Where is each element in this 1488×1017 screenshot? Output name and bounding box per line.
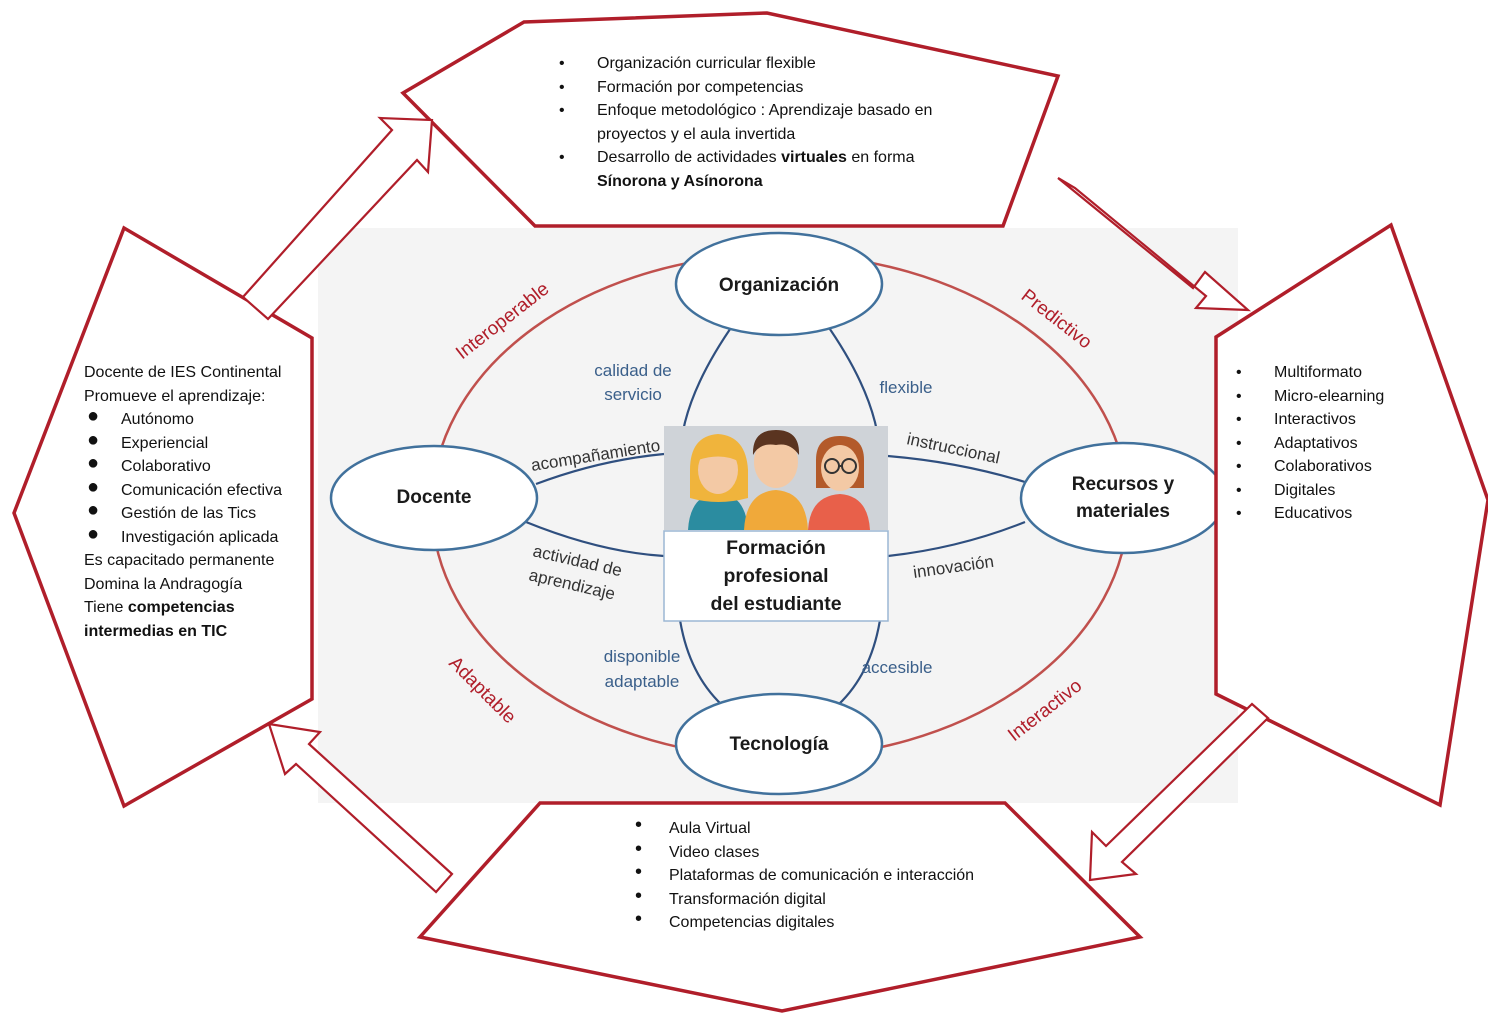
link-docente-bottom (525, 520, 665, 558)
left-bullet: ●Investigación aplicada (87, 522, 279, 546)
center-title-line1: Formación (726, 537, 826, 559)
right-hexagon (1214, 222, 1488, 808)
node-label-recursos-line2: materiales (1075, 501, 1170, 522)
bullet-icon: ● (87, 522, 100, 545)
top-block: •Organización curricular flexible •Forma… (559, 52, 932, 193)
right-block: •Multiformato •Micro-elearning •Interact… (1236, 361, 1384, 526)
center-title-line2: profesional (723, 565, 829, 587)
node-label-organizacion: Organización (718, 275, 840, 296)
bullet-icon: • (559, 102, 565, 119)
link-recursos-top (887, 454, 1026, 484)
right-bullet: •Colaborativos (1236, 455, 1384, 479)
bullet-icon: • (1236, 481, 1242, 499)
node-label-docente: Docente (396, 487, 472, 508)
bullet-icon: • (635, 908, 643, 930)
left-bullet: ●Colaborativo (87, 452, 211, 475)
bottom-pentagon (416, 801, 1144, 1013)
bullet-icon: • (635, 884, 643, 907)
bottom-bullet: •Aula Virtual (635, 814, 751, 837)
center-title: Formación profesional del estudiante (664, 531, 888, 621)
left-bullet: ●Autónomo (87, 405, 194, 428)
node-label-recursos: Recursos y materiales (1043, 471, 1203, 525)
node-docente (329, 444, 539, 552)
bullet-icon: • (1236, 505, 1242, 522)
link-recursos-bottom (887, 520, 1026, 558)
node-label-recursos-line1: Recursos y (1071, 474, 1175, 495)
relation-disponible-line1: disponible (604, 647, 681, 666)
node-label-tecnologia: Tecnología (729, 734, 829, 755)
top-item-2: •Formación por competencias (559, 76, 932, 100)
relation-accesible: accesible (862, 658, 933, 677)
left-bullet: ●Comunicación efectiva (87, 475, 282, 499)
left-line-6: intermedias en TIC (84, 622, 228, 640)
left-line-1: Docente de IES Continental (84, 364, 282, 381)
bullet-icon: • (1236, 458, 1242, 475)
top-item-1: •Organización curricular flexible (559, 52, 932, 76)
arrow-bottom-to-left (267, 722, 454, 894)
bottom-bullet: •Competencias digitales (635, 908, 835, 931)
bottom-bullet: •Transformación digital (635, 884, 826, 908)
relation-disponible-line2: adaptable (605, 672, 680, 691)
bullet-icon: • (635, 814, 643, 836)
left-line-4: Domina la Andragogía (84, 575, 243, 593)
bullet-icon: • (635, 837, 643, 860)
bullet-icon: ● (87, 405, 100, 427)
bullet-icon: • (559, 149, 565, 166)
center-title-line3: del estudiante (710, 593, 842, 615)
arrow-right-to-bottom (1088, 702, 1270, 882)
bullet-icon: ● (87, 452, 100, 474)
center-text-box (663, 530, 889, 622)
bullet-icon: • (1236, 411, 1242, 428)
link-docente-top (535, 452, 665, 486)
relation-calidad-line2: servicio (604, 385, 662, 404)
left-line-5: Tiene competencias (84, 599, 235, 616)
right-bullet: •Adaptativos (1236, 432, 1384, 456)
bottom-bullet: •Plataformas de comunicación e interacci… (635, 861, 975, 884)
node-organizacion (674, 231, 884, 337)
left-block: Docente de IES Continental Promueve el a… (84, 361, 282, 643)
bullet-icon: ● (87, 428, 100, 451)
bullet-icon: • (1236, 364, 1242, 381)
relation-calidad-line1: calidad de (594, 361, 672, 380)
bottom-bullet: •Video clases (635, 837, 760, 861)
bullet-icon: • (1236, 434, 1242, 452)
arrow-left-to-top (241, 116, 434, 321)
left-line-3: Es capacitado permanente (84, 552, 275, 569)
left-line-2: Promueve el aprendizaje: (84, 387, 266, 405)
right-bullet: •Digitales (1236, 479, 1384, 503)
bullet-icon: • (635, 861, 643, 883)
top-item-4: •Desarrollo de actividades virtuales en … (559, 146, 932, 193)
bullet-icon: • (559, 55, 565, 72)
students-illustration (664, 426, 888, 530)
top-pentagon (400, 11, 1061, 228)
top-item-3: •Enfoque metodológico : Aprendizaje basa… (559, 99, 932, 146)
right-bullet: •Interactivos (1236, 408, 1384, 432)
left-bullet: ●Experiencial (87, 428, 209, 452)
bullet-icon: • (1236, 387, 1242, 405)
left-hexagon (12, 225, 314, 809)
bullet-icon: • (559, 78, 565, 96)
right-bullet: •Educativos (1236, 502, 1384, 526)
arrow-top-to-right (1057, 177, 1252, 312)
bottom-block: •Aula Virtual •Video clases •Plataformas… (635, 814, 975, 935)
right-bullet: •Multiformato (1236, 361, 1384, 385)
bullet-icon: ● (87, 475, 100, 498)
right-bullet: •Micro-elearning (1236, 385, 1384, 409)
node-tecnologia (674, 692, 884, 796)
relation-flexible: flexible (880, 378, 933, 397)
bullet-icon: ● (87, 499, 100, 521)
left-bullet: ●Gestión de las Tics (87, 499, 257, 522)
